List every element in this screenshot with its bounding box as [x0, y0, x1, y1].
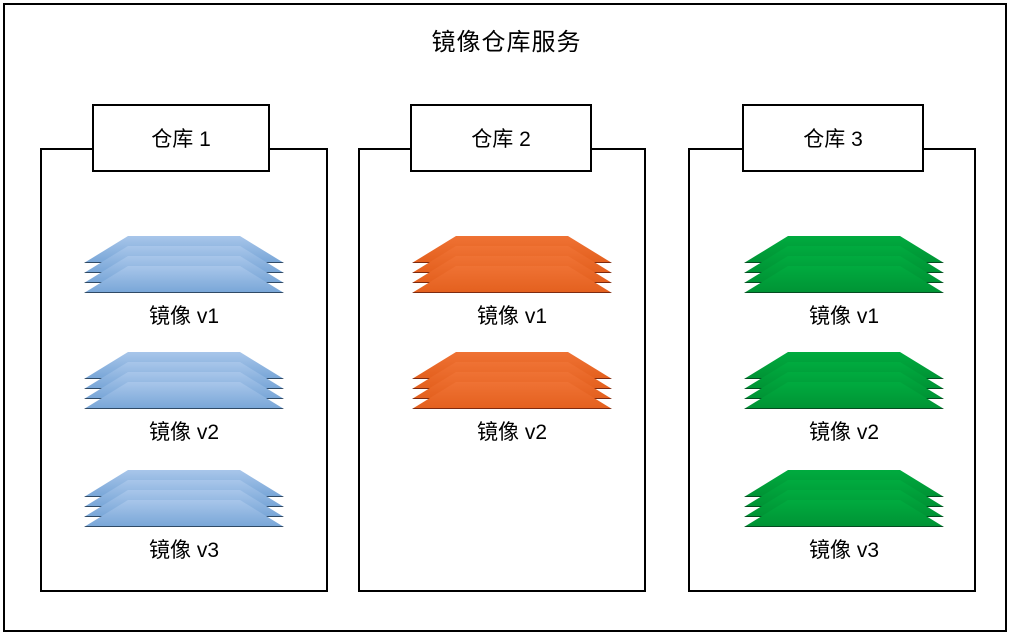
image-layer-stack [744, 352, 944, 410]
image-stack-group[interactable]: 镜像 v1 [84, 236, 284, 330]
image-layer-stack [84, 236, 284, 294]
image-label: 镜像 v3 [148, 539, 219, 562]
repository-header-label-3: 仓库 3 [803, 128, 863, 151]
image-layer-stack [84, 470, 284, 528]
image-label: 镜像 v2 [808, 421, 879, 444]
repository-header-1[interactable]: 仓库 1 [92, 104, 270, 172]
image-stack-group[interactable]: 镜像 v1 [744, 236, 944, 330]
image-label: 镜像 v1 [148, 305, 219, 328]
repository-header-3[interactable]: 仓库 3 [742, 104, 924, 172]
image-label: 镜像 v1 [808, 305, 879, 328]
image-stack-group[interactable]: 镜像 v2 [84, 352, 284, 446]
repository-header-label-2: 仓库 2 [471, 128, 531, 151]
image-layer-stack [744, 470, 944, 528]
image-label: 镜像 v2 [476, 421, 547, 444]
image-label: 镜像 v1 [476, 305, 547, 328]
image-layer-stack [84, 352, 284, 410]
image-layer-stack [412, 352, 612, 410]
image-stack-group[interactable]: 镜像 v3 [744, 470, 944, 564]
image-stack-group[interactable]: 镜像 v2 [412, 352, 612, 446]
repository-header-2[interactable]: 仓库 2 [410, 104, 592, 172]
image-stack-group[interactable]: 镜像 v2 [744, 352, 944, 446]
image-label: 镜像 v2 [148, 421, 219, 444]
image-stack-group[interactable]: 镜像 v3 [84, 470, 284, 564]
image-layer-stack [744, 236, 944, 294]
image-label: 镜像 v3 [808, 539, 879, 562]
repository-header-label-1: 仓库 1 [151, 128, 211, 151]
page-title: 镜像仓库服务 [431, 29, 582, 56]
image-stack-group[interactable]: 镜像 v1 [412, 236, 612, 330]
image-layer-stack [412, 236, 612, 294]
